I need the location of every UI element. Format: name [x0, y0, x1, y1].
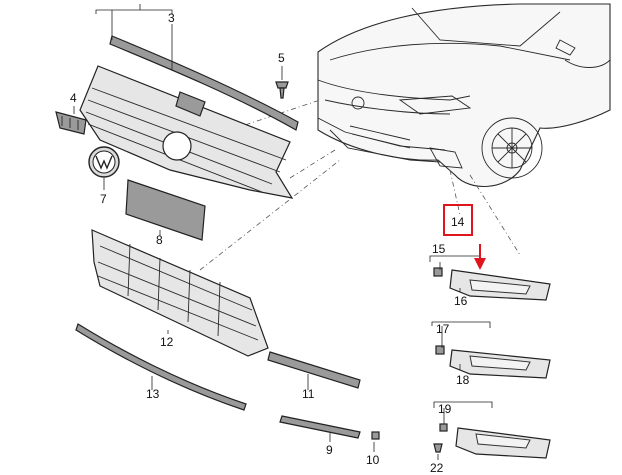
screw-part: [275, 81, 289, 99]
callout-18: 18: [456, 373, 470, 387]
plate-bracket-part: [125, 179, 206, 241]
callout-16: 16: [454, 294, 468, 308]
long-trim-strip-part: [75, 323, 247, 411]
callout-11: 11: [302, 387, 315, 401]
car-front-illustration: [317, 3, 611, 187]
callout-9: 9: [326, 443, 333, 457]
callout-5: 5: [278, 51, 285, 65]
trim-strip-11-part: [267, 351, 361, 389]
trim-strip-9-part: [279, 415, 361, 439]
vw-logo-icon: [88, 146, 120, 178]
upper-grille-assembly: [79, 35, 299, 199]
callout-3: 3: [168, 11, 175, 25]
highlight-arrow-icon: [474, 244, 486, 270]
callout-7: 7: [100, 192, 107, 206]
fog-grille-20-part: [433, 423, 551, 459]
clip-part: [371, 431, 380, 440]
callout-22: 22: [430, 461, 444, 475]
reference-lines: [199, 99, 521, 271]
callout-15: 15: [432, 242, 446, 256]
highlight-box: [443, 204, 473, 236]
fog-grille-16-part: [433, 267, 551, 301]
callout-14: 14: [451, 215, 465, 229]
callout-labels: 3 4 5 7 8 12 13 11 9 10 14 15 16 17 18 1…: [70, 11, 470, 475]
callout-4: 4: [70, 91, 77, 105]
callout-19: 19: [438, 402, 452, 416]
callout-13: 13: [146, 387, 160, 401]
bracket-part: [55, 111, 87, 135]
callout-10: 10: [366, 453, 380, 467]
leader-lines: [73, 4, 493, 460]
callout-12: 12: [160, 335, 174, 349]
fog-grille-18-part: [435, 345, 551, 379]
lower-grille-part: [91, 229, 269, 357]
callout-17: 17: [436, 322, 450, 336]
callout-8: 8: [156, 233, 163, 247]
